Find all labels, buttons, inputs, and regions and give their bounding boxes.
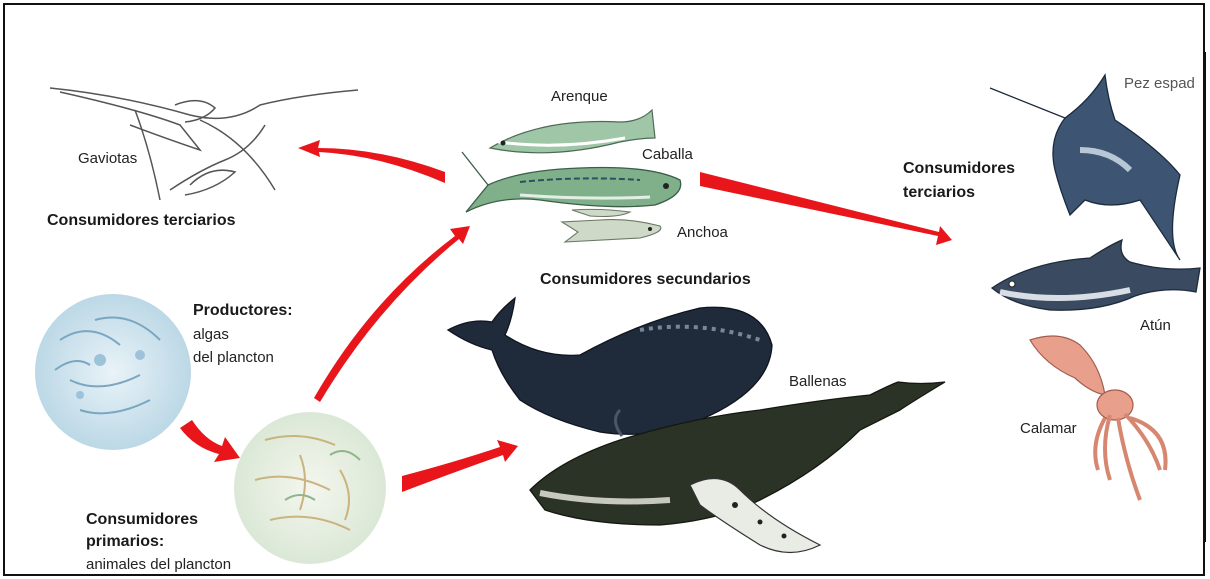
label-calamar: Calamar [1020,420,1077,437]
anchovy-icon [562,209,661,242]
label-atun: Atún [1140,317,1171,334]
arrow-primary-to-fish [314,226,470,402]
label-ballenas: Ballenas [789,373,847,390]
arrow-producers-to-primary [180,420,240,462]
label-gaviotas: Gaviotas [78,150,137,167]
label-anchoa: Anchoa [677,224,728,241]
label-consumidores-terciarios-right-1: Consumidores [903,160,1015,178]
label-pez-espada: Pez espad [1124,75,1195,92]
label-primarios-line1: Consumidores [86,511,198,529]
tuna-icon [992,240,1200,310]
herring-icon [490,110,655,153]
arrow-primary-to-whales [402,440,518,492]
animal-plankton-icon [234,412,386,564]
label-consumidores-terciarios-right-2: terciarios [903,184,975,202]
label-consumidores-secundarios: Consumidores secundarios [540,271,751,289]
label-primarios-line3: animales del plancton [86,556,231,573]
label-arenque: Arenque [551,88,608,105]
label-caballa: Caballa [642,146,693,163]
label-productores-title: Productores: [193,302,293,320]
label-productores-algas: algas [193,324,229,345]
squid-icon [1030,336,1166,500]
arrow-fish-to-tertiary [700,172,952,245]
swordfish-icon [990,75,1180,260]
algae-plankton-icon [35,294,191,450]
label-productores-plancton: del plancton [193,347,274,368]
label-consumidores-terciarios-left: Consumidores terciarios [47,212,236,230]
label-primarios-line2: primarios: [86,533,164,551]
arrow-fish-to-gulls [298,140,445,183]
